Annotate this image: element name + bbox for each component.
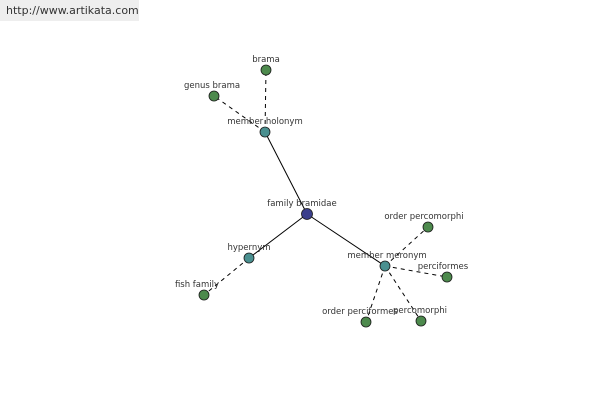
node-dot-perciformes[interactable] xyxy=(441,271,453,283)
node-dot-order-perciformes[interactable] xyxy=(360,316,372,328)
node-dot-hypernym[interactable] xyxy=(243,252,255,264)
node-percomorphi[interactable]: percomorphi xyxy=(393,306,447,327)
node-fish-family[interactable]: fish family xyxy=(175,280,219,301)
node-dot-order-percomorphi[interactable] xyxy=(422,221,434,233)
node-dot-percomorphi[interactable] xyxy=(415,315,427,327)
node-dot-family-bramidae[interactable] xyxy=(301,208,313,220)
edge-member-holonym-to-brama xyxy=(264,69,267,133)
node-genus-brama[interactable]: genus brama xyxy=(184,81,240,102)
node-label-member-meronym[interactable]: member meronym xyxy=(347,251,426,261)
edge-member-meronym-to-perciformes xyxy=(384,265,448,278)
edge-member-meronym-to-order-percomorphi xyxy=(384,226,429,267)
node-brama[interactable]: brama xyxy=(252,55,280,76)
edge-member-meronym-to-order-perciformes xyxy=(365,265,386,323)
node-dot-member-holonym[interactable] xyxy=(259,126,271,138)
node-dot-fish-family[interactable] xyxy=(198,289,210,301)
node-order-percomorphi[interactable]: order percomorphi xyxy=(384,212,464,233)
node-member-holonym[interactable]: member holonym xyxy=(227,117,303,138)
node-label-brama[interactable]: brama xyxy=(252,55,280,65)
node-label-fish-family[interactable]: fish family xyxy=(175,280,219,290)
node-label-hypernym[interactable]: hypernym xyxy=(227,243,270,253)
node-family-bramidae[interactable]: family bramidae xyxy=(267,199,337,220)
node-member-meronym[interactable]: member meronym xyxy=(347,251,427,272)
node-label-order-percomorphi[interactable]: order percomorphi xyxy=(384,212,463,222)
node-label-genus-brama[interactable]: genus brama xyxy=(184,81,240,91)
edge-hypernym-to-fish-family xyxy=(203,257,250,296)
node-label-perciformes[interactable]: perciformes xyxy=(418,262,469,272)
edge-family-bramidae-to-member-meronym xyxy=(306,213,386,267)
edges-layer xyxy=(203,69,448,323)
node-order-perciformes[interactable]: order perciformes xyxy=(322,307,398,328)
edge-member-holonym-to-genus-brama xyxy=(213,95,266,133)
edge-family-bramidae-to-hypernym xyxy=(248,213,308,259)
nodes-layer: family bramidae member holonym hypernym mem… xyxy=(175,55,469,328)
node-label-percomorphi[interactable]: percomorphi xyxy=(393,306,447,316)
node-perciformes[interactable]: perciformes xyxy=(418,262,469,283)
edge-family-bramidae-to-member-holonym xyxy=(264,131,308,215)
node-label-member-holonym[interactable]: member holonym xyxy=(227,117,302,127)
watermark-url[interactable]: http://www.artikata.com xyxy=(0,0,139,21)
node-dot-member-meronym[interactable] xyxy=(379,260,391,272)
node-dot-brama[interactable] xyxy=(260,64,272,76)
node-label-order-perciformes[interactable]: order perciformes xyxy=(322,307,398,317)
edge-member-meronym-to-percomorphi xyxy=(384,265,422,322)
node-label-family-bramidae[interactable]: family bramidae xyxy=(267,199,337,209)
node-hypernym[interactable]: hypernym xyxy=(227,243,271,264)
node-dot-genus-brama[interactable] xyxy=(208,90,220,102)
